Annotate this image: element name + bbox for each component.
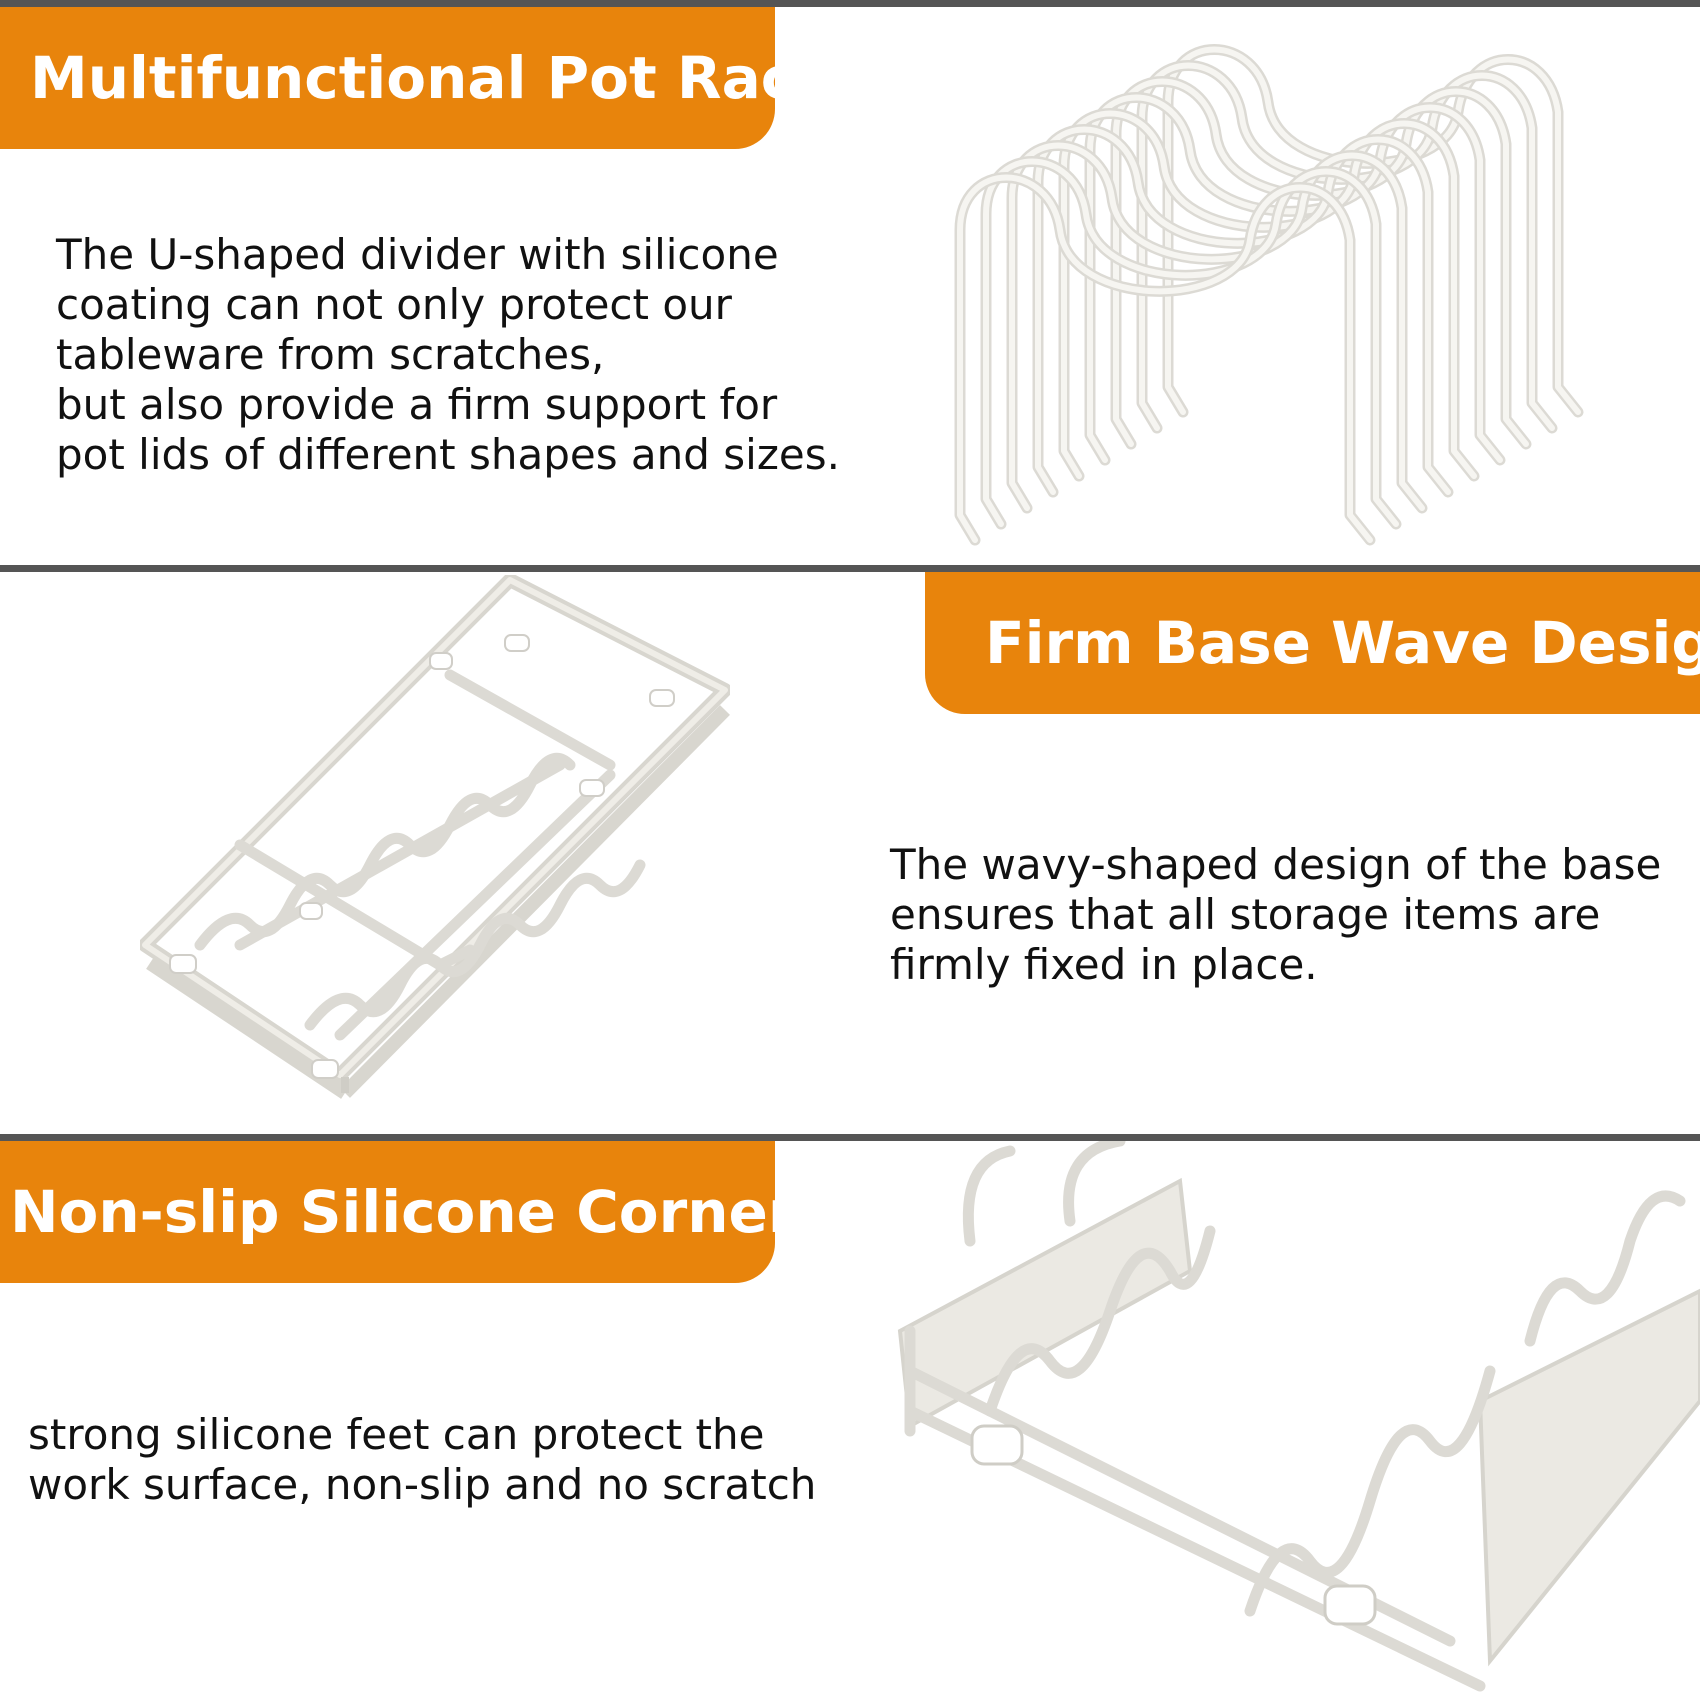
section-divider-2 — [0, 1134, 1700, 1141]
wave-base-rack-image — [140, 575, 730, 1099]
section-2-description: The wavy-shaped design of the base ensur… — [890, 840, 1661, 990]
u-shaped-divider — [1084, 92, 1506, 466]
section-1-title: Multifunctional Pot Rack — [30, 44, 834, 112]
section-2-title-banner: Firm Base Wave Design — [925, 572, 1700, 714]
u-shaped-divider — [957, 174, 1373, 543]
u-shaped-divider — [1110, 76, 1532, 450]
section-1-desc-line: tableware from scratches, — [56, 330, 605, 379]
pot-rack-dividers-image — [954, 44, 1584, 546]
section-2-desc-line: firmly fixed in place. — [890, 940, 1318, 989]
section-2-desc-line: ensures that all storage items are — [890, 890, 1601, 939]
section-3-desc-line: work surface, non-slip and no scratch — [28, 1460, 817, 1509]
u-shaped-divider — [1006, 140, 1428, 514]
silicone-feet — [169, 634, 675, 1079]
silicone-corner-closeup-image — [897, 1141, 1700, 1692]
section-2-title: Firm Base Wave Design — [985, 609, 1700, 677]
section-1-desc-line: pot lids of different shapes and sizes. — [56, 430, 840, 479]
section-1-desc-line: coating can not only protect our — [56, 280, 732, 329]
section-divider-top — [0, 0, 1700, 7]
u-shaped-divider — [983, 158, 1399, 527]
section-3-title-banner: Non-slip Silicone Corners — [0, 1141, 831, 1283]
u-shaped-divider — [1087, 94, 1503, 463]
section-1-title-banner: Multifunctional Pot Rack — [0, 7, 834, 149]
section-1-desc-line: The U-shaped divider with silicone — [56, 230, 779, 279]
u-shaped-divider — [1009, 142, 1425, 511]
section-divider-1 — [0, 565, 1700, 572]
u-shaped-divider — [1032, 124, 1454, 498]
wave-wires — [194, 752, 646, 1041]
u-shaped-divider — [1061, 110, 1477, 479]
u-shaped-divider — [1113, 78, 1529, 447]
section-3-desc-line: strong silicone feet can protect the — [28, 1410, 765, 1459]
section-3-title: Non-slip Silicone Corners — [10, 1178, 831, 1246]
section-1-desc-line: but also provide a firm support for — [56, 380, 778, 429]
frame-rails — [897, 1177, 1700, 1692]
base-frame — [140, 575, 730, 1099]
u-shaped-divider — [1035, 126, 1451, 495]
u-shaped-divider — [1058, 108, 1480, 482]
wave-wires — [962, 1141, 1686, 1617]
u-shaped-divider — [980, 156, 1402, 530]
section-1-description: The U-shaped divider with silicone coati… — [56, 230, 840, 480]
silicone-feet — [970, 1424, 1377, 1626]
section-3-description: strong silicone feet can protect the wor… — [28, 1410, 816, 1510]
section-2-desc-line: The wavy-shaped design of the base — [890, 840, 1662, 889]
